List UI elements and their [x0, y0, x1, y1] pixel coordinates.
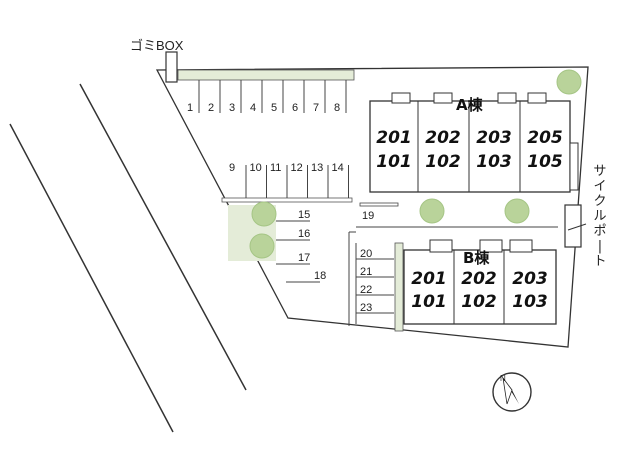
garbage-box-label: ゴミBOX [130, 38, 184, 53]
parking-space-label: 15 [298, 209, 310, 221]
building-a-units: 201 101 202 102 203 103 205 105 [376, 128, 563, 172]
parking-19-line [359, 202, 399, 207]
parking-space-label: 3 [229, 102, 235, 114]
hedge-strip [177, 69, 355, 81]
unit-number-lower: 102 [425, 152, 461, 172]
unit-number-upper: 205 [527, 128, 563, 148]
cycle-port-line [567, 223, 587, 231]
parking-space-label: 2 [208, 102, 214, 114]
unit-number-upper: 203 [512, 269, 548, 289]
parking-space-label: 13 [311, 162, 323, 174]
tree [249, 233, 275, 259]
entrance-a-4 [527, 92, 547, 104]
parking-space-label: 9 [229, 162, 235, 174]
parking-top-group: 1 2 3 4 5 6 7 8 [187, 80, 347, 114]
unit-number-lower: 102 [461, 292, 497, 312]
unit-number-lower: 103 [476, 152, 512, 172]
tree [419, 198, 445, 224]
hedge-strip-vertical [394, 242, 404, 332]
unit-number-upper: 203 [476, 128, 512, 148]
parking-space-label: 12 [291, 162, 303, 174]
balcony-a [569, 142, 579, 191]
parking-space-label: 17 [298, 252, 310, 264]
entrance-a-3 [497, 92, 517, 104]
parking-left-group: 20 21 22 23 [355, 243, 394, 324]
parking-space-label: 10 [250, 162, 262, 174]
parking-mid-base [221, 197, 353, 203]
tree [504, 198, 530, 224]
unit-number-upper: 201 [411, 269, 447, 289]
compass: N [492, 372, 532, 412]
parking-space-label: 18 [314, 270, 326, 282]
unit-number-upper: 202 [461, 269, 497, 289]
unit-number-lower: 101 [411, 292, 447, 312]
unit-number-lower: 101 [376, 152, 412, 172]
parking-space-label: 14 [332, 162, 344, 174]
road-line [79, 83, 247, 391]
garbage-box [165, 51, 178, 83]
parking-space-label: 8 [334, 102, 340, 114]
parking-19-label: 19 [362, 210, 374, 222]
building-b-units: 201 101 202 102 203 103 [411, 269, 548, 312]
tree [251, 201, 277, 227]
building-b: B棟 201 101 202 102 203 103 [403, 239, 557, 325]
unit-number-lower: 103 [512, 292, 548, 312]
entrance-b-2 [479, 239, 503, 253]
entrance-b-1 [429, 239, 453, 253]
building-a-outline [369, 100, 571, 193]
unit-number-upper: 201 [376, 128, 412, 148]
unit-number-upper: 202 [425, 128, 461, 148]
road-line [9, 123, 174, 433]
parking-space-label: 11 [270, 162, 281, 174]
building-b-label: B棟 [463, 249, 490, 267]
compass-needle-light [502, 377, 513, 405]
entrance-a-2 [433, 92, 453, 104]
parking-space-label: 4 [250, 102, 256, 114]
entrance-b-3 [509, 239, 533, 253]
parking-space-label: 7 [313, 102, 319, 114]
building-b-outline [403, 249, 557, 325]
unit-number-lower: 105 [527, 152, 563, 172]
parking-mid-group: 9 10 11 12 13 14 [229, 162, 349, 198]
tree [556, 69, 582, 95]
parking-space-label: 20 [360, 248, 372, 260]
building-a-label: A棟 [456, 96, 484, 114]
parking-space-label: 1 [187, 102, 193, 114]
building-a: A棟 201 101 202 102 203 103 205 105 [369, 92, 579, 193]
parking-space-label: 22 [360, 284, 372, 296]
parking-space-label: 5 [271, 102, 277, 114]
parking-space-label: 23 [360, 302, 372, 314]
compass-letter: N [500, 374, 506, 383]
cycle-port-label: サイクルポ|ト [593, 164, 606, 269]
parking-right-group: 15 16 17 18 [276, 209, 326, 283]
parking-space-label: 16 [298, 228, 310, 240]
entrance-a-1 [391, 92, 411, 104]
parking-space-label: 6 [292, 102, 298, 114]
parking-space-label: 21 [360, 266, 372, 278]
